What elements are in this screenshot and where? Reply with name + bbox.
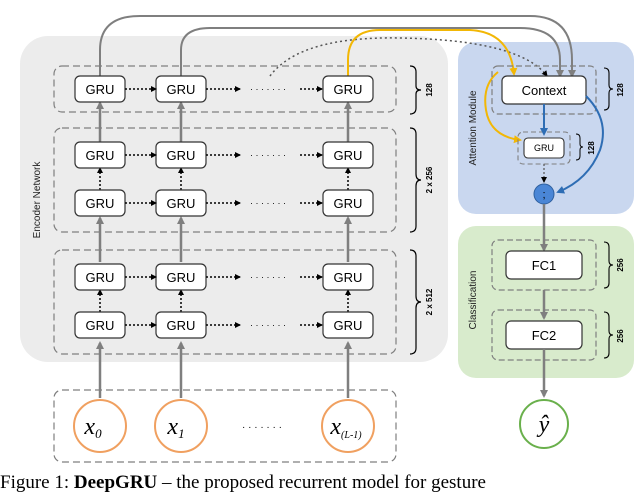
attention-gru-box (523, 137, 565, 159)
gru-cell-box (322, 189, 374, 217)
brace-256 (409, 127, 422, 233)
svg-text:x1: x1 (166, 414, 184, 441)
fc1-dim-label: 256 (616, 258, 625, 272)
input-node-0: x0 (73, 399, 127, 453)
brace-context (603, 67, 614, 111)
recurrent-ellipsis: · · · · · · · (250, 272, 286, 282)
brace-128 (409, 65, 422, 115)
gru-cell-label: GRU (334, 148, 363, 163)
gru-cell-label: GRU (86, 318, 115, 333)
fc2-dim-label: 256 (616, 329, 625, 343)
caption-figure-label: Figure 1: (0, 472, 70, 493)
gru-cell-label: GRU (167, 318, 196, 333)
gru-cell-label: GRU (167, 270, 196, 285)
dim-label-2x256: 2 x 256 (425, 166, 434, 193)
context-label: Context (522, 83, 567, 98)
gru-cell-label: GRU (167, 82, 196, 97)
fc2-label: FC2 (532, 328, 557, 343)
attention-title: Attention Module (468, 90, 479, 165)
attention-gru-label: GRU (534, 143, 554, 153)
classification-panel (458, 226, 634, 378)
svg-text:x0: x0 (83, 414, 102, 441)
gru-cell-box (322, 75, 374, 103)
dim-label-128: 128 (425, 83, 434, 97)
gru-cell-label: GRU (167, 196, 196, 211)
output-label: ŷ (537, 412, 550, 438)
context-to-gru-yellow-arrow (484, 71, 522, 144)
brace-fc1 (603, 241, 614, 289)
caption-rest: – the proposed recurrent model for gestu… (157, 472, 486, 493)
gru-cell-box (322, 311, 374, 339)
fc1-box (505, 250, 583, 280)
gru-cell-label: GRU (86, 196, 115, 211)
gru-cell-box (322, 141, 374, 169)
classification-title: Classification (468, 271, 479, 330)
recurrent-ellipsis: · · · · · · · (250, 150, 286, 160)
recurrent-ellipsis: · · · · · · · (250, 84, 286, 94)
dim-label-2x512: 2 x 512 (425, 288, 434, 315)
vertical-connections (96, 101, 352, 398)
gru-cell-label: GRU (334, 82, 363, 97)
encoder-layer-group-128 (53, 65, 397, 113)
gru-cell-label: GRU (86, 270, 115, 285)
encoder-gru-grid: GRU GRU GRU · · · · · · · GRU GRU GRU · · · · ·… (74, 75, 374, 339)
context-connections (99, 15, 576, 78)
caption-bold: DeepGRU (73, 472, 158, 493)
context-dim-label: 128 (616, 83, 625, 97)
brace-attention-gru (575, 133, 584, 161)
svg-text:x(L-1): x(L-1) (329, 414, 362, 441)
recurrent-ellipsis: · · · · · · · (250, 198, 286, 208)
gru-cell-label: GRU (86, 82, 115, 97)
concat-symbol: ; (542, 189, 545, 201)
recurrent-ellipsis: · · · · · · · (250, 320, 286, 330)
output-node (519, 399, 569, 449)
attention-gru-dim-label: 128 (587, 141, 596, 155)
figure-caption: Figure 1: DeepGRU – the proposed recurre… (0, 472, 640, 494)
gru-cell-label: GRU (167, 148, 196, 163)
input-node-1: x1 (154, 399, 208, 453)
context-to-concat-arrow (556, 95, 604, 194)
gru-cell-box (322, 263, 374, 291)
brace-fc2 (603, 311, 614, 359)
gru-cell-label: GRU (334, 196, 363, 211)
input-node-last: x(L-1) (321, 399, 375, 453)
last-state-to-context-arrow (347, 29, 518, 76)
input-sequence-box (53, 389, 397, 463)
gru-cell-label: GRU (334, 270, 363, 285)
fc1-label: FC1 (532, 258, 557, 273)
encoder-title: Encoder Network (32, 161, 43, 239)
brace-512 (409, 249, 422, 355)
gru-cell-label: GRU (86, 148, 115, 163)
gru-cell-label: GRU (334, 318, 363, 333)
input-ellipsis: · · · · · · · (242, 422, 282, 433)
